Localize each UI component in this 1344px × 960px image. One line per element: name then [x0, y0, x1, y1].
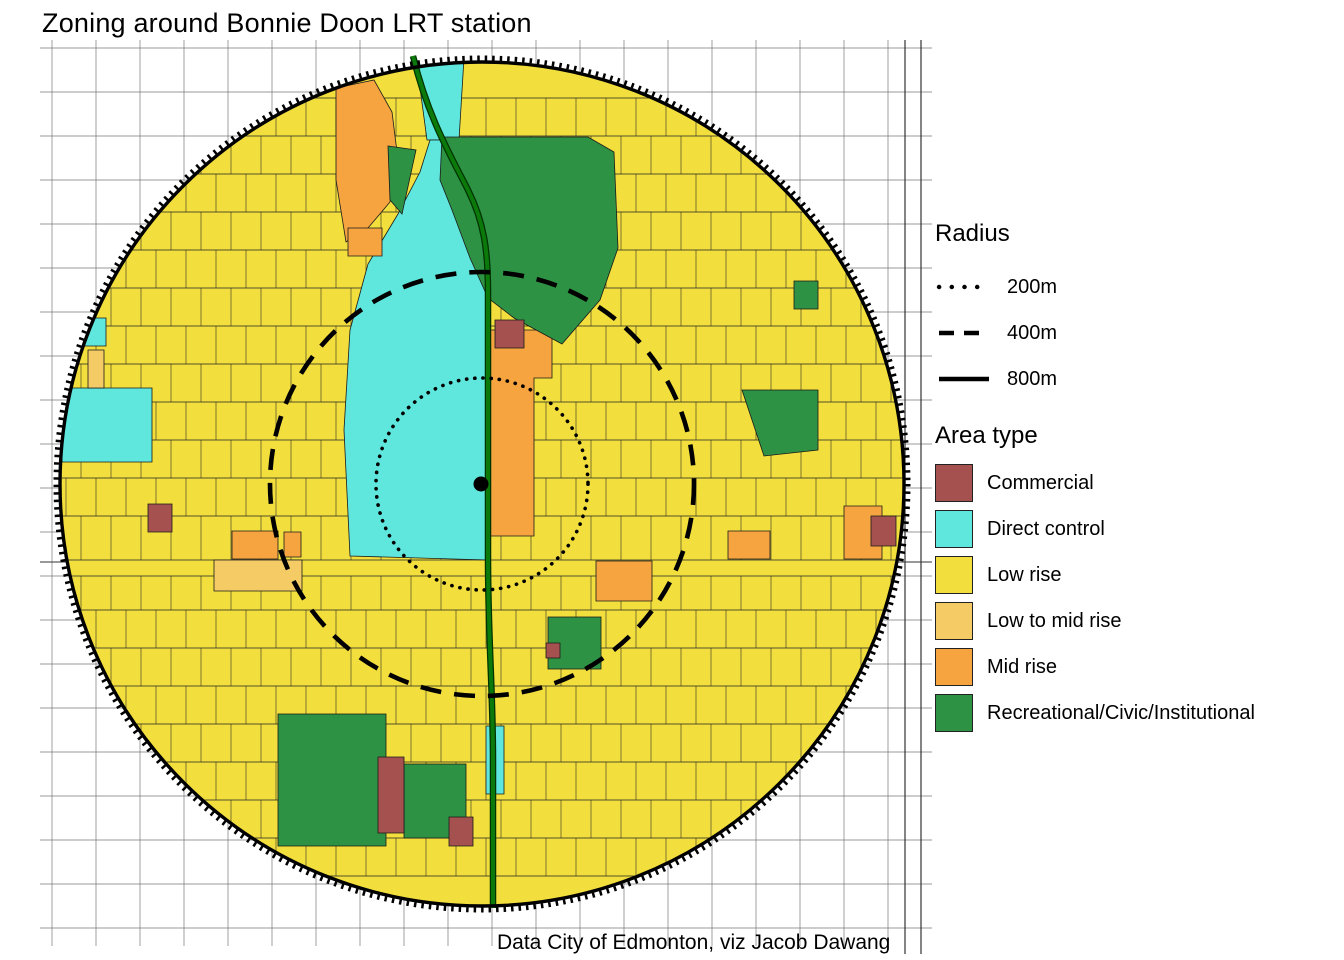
zone-mid_rise — [283, 531, 302, 558]
zone-low_mid_rise — [87, 349, 105, 389]
low_mid_rise-swatch — [935, 602, 973, 640]
zone-commercial — [147, 503, 173, 533]
recreational-swatch — [935, 694, 973, 732]
radius-legend-item-400m: 400m — [935, 310, 1341, 356]
direct_control-swatch — [935, 510, 973, 548]
zone-recreational — [741, 389, 819, 457]
radius-circle-200m — [374, 376, 590, 592]
area-legend-label: Direct control — [987, 517, 1105, 540]
zone-recreational — [387, 145, 417, 215]
mid_rise-swatch — [935, 648, 973, 686]
dotted-line-sample — [936, 284, 992, 290]
zone-recreational — [793, 280, 819, 310]
zone-mid_rise — [595, 560, 653, 602]
area-legend-label: Low rise — [987, 563, 1062, 586]
radius-legend-label: 200m — [1007, 275, 1058, 298]
zone-commercial — [870, 515, 897, 547]
radius-legend-label: 800m — [1007, 367, 1058, 390]
data-credit: Data City of Edmonton, viz Jacob Dawang — [497, 931, 891, 954]
radius-legend-title: Radius — [935, 220, 1010, 247]
dashed-line-sample — [939, 330, 989, 336]
radius-legend-item-200m: 200m — [935, 264, 1341, 310]
radius-circle-400m — [267, 269, 697, 699]
zone-recreational — [277, 713, 387, 847]
radius-legend-item-800m: 800m — [935, 356, 1341, 402]
area-legend-item-low_mid_rise: Low to mid rise — [935, 602, 1341, 640]
area-legend-item-direct_control: Direct control — [935, 510, 1341, 548]
area-legend-label: Commercial — [987, 471, 1094, 494]
zone-mid_rise — [727, 530, 771, 560]
zone-commercial — [494, 319, 525, 349]
zone-commercial — [448, 816, 474, 847]
radius-legend-items: 200m 400m 800m — [935, 264, 1341, 402]
area-legend-label: Low to mid rise — [987, 609, 1122, 632]
zone-commercial — [377, 756, 405, 834]
figure-title: Zoning around Bonnie Doon LRT station — [42, 8, 532, 38]
zone-commercial — [545, 642, 561, 659]
lrt-line — [411, 55, 495, 908]
legend-panel: Radius 200m 400m 800m Area type Commercial… — [935, 220, 1341, 740]
solid-line-sample — [939, 376, 989, 382]
zone-direct_control — [61, 387, 153, 463]
zone-low_mid_rise — [213, 559, 303, 592]
zone-mid_rise — [347, 227, 383, 257]
area-legend-item-mid_rise: Mid rise — [935, 648, 1341, 686]
station-dot — [473, 476, 489, 492]
zone-mid_rise — [231, 530, 279, 560]
area-legend-item-recreational: Recreational/Civic/Institutional — [935, 694, 1341, 732]
radius-circle-800m-ticks — [53, 55, 911, 913]
area-legend-label: Mid rise — [987, 655, 1058, 678]
area-legend-title: Area type — [935, 422, 1038, 449]
commercial-swatch — [935, 464, 973, 502]
area-legend-item-commercial: Commercial — [935, 464, 1341, 502]
radius-circle-800m — [58, 60, 906, 908]
radius-legend-label: 400m — [1007, 321, 1058, 344]
zone-mid_rise — [335, 79, 399, 243]
low_rise-swatch — [935, 556, 973, 594]
area-legend-label: Recreational/Civic/Institutional — [987, 701, 1255, 724]
area-legend-item-low_rise: Low rise — [935, 556, 1341, 594]
